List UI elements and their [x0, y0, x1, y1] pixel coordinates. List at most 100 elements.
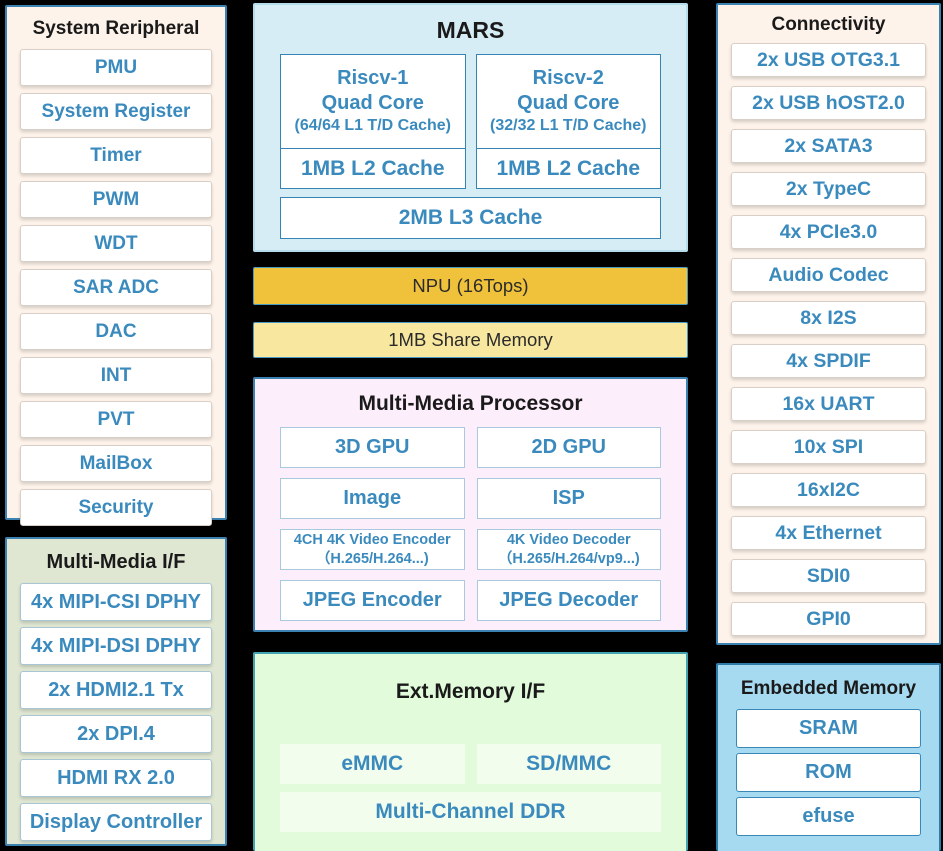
block-item: INT: [20, 357, 212, 394]
block-item-label: 4x PCIe3.0: [779, 220, 878, 243]
block-item-label: 16x UART: [782, 392, 875, 415]
block-item-label: SRAM: [799, 717, 858, 739]
block-item: Display Controller: [20, 803, 212, 841]
block-item: 2x HDMI2.1 Tx: [20, 671, 212, 709]
panel-mars: MARS Riscv-1 Quad Core (64/64 L1 T/D Cac…: [253, 3, 688, 252]
block-item: 4K Video Decoder （H.265/H.264/vp9...): [476, 529, 661, 570]
panel-system-peripheral: System Reripheral PMU System Register Ti…: [5, 5, 227, 526]
riscv2-l2-cache-block: 1MB L2 Cache: [475, 149, 661, 189]
block-item-label: 10x SPI: [793, 435, 864, 458]
block-item: JPEG Encoder: [280, 580, 465, 621]
block-item-label: Display Controller: [29, 810, 203, 833]
block-item: PWM: [20, 181, 212, 218]
block-item: 4x MIPI-DSI DPHY: [20, 627, 212, 665]
block-item: MailBox: [20, 445, 212, 482]
block-item: SAR ADC: [20, 269, 212, 306]
block-item: PVT: [20, 401, 212, 438]
block-item-label: Audio Codec: [768, 263, 889, 286]
panel-multimedia-if: Multi-Media I/F 4x MIPI-CSI DPHY 4x MIPI…: [5, 537, 227, 846]
block-item: Audio Codec: [731, 258, 926, 292]
ext-memory-title: Ext.Memory I/F: [395, 680, 546, 703]
block-item: HDMI RX 2.0: [20, 759, 212, 797]
core-name: Riscv-2: [532, 67, 604, 90]
core-group-2: Riscv-2 Quad Core (32/32 L1 T/D Cache) 1…: [475, 54, 661, 189]
panel-embedded-memory: Embedded Memory SRAM ROM efuse: [716, 663, 941, 851]
block-item: ISP: [476, 478, 661, 519]
block-item-label: HDMI RX 2.0: [57, 766, 175, 789]
system-peripheral-items: PMU System Register Timer PWM WDT SAR AD…: [7, 49, 225, 526]
block-item-sublabel: （H.265/H.264...): [315, 550, 429, 567]
block-item-label: 3D GPU: [335, 436, 410, 458]
block-item-label: PWM: [92, 188, 140, 210]
riscv1-core-block: Riscv-1 Quad Core (64/64 L1 T/D Cache): [280, 54, 466, 149]
core-type: Quad Core: [517, 92, 620, 115]
block-item-label: PMU: [94, 56, 138, 78]
block-item-label: ISP: [552, 487, 585, 509]
middle-column: MARS Riscv-1 Quad Core (64/64 L1 T/D Cac…: [253, 3, 688, 851]
block-item-label: 4CH 4K Video Encoder: [293, 532, 451, 549]
block-item-label: ROM: [805, 761, 852, 783]
multimedia-if-title: Multi-Media I/F: [46, 551, 186, 573]
core-group-1: Riscv-1 Quad Core (64/64 L1 T/D Cache) 1…: [280, 54, 466, 189]
multimedia-processor-title: Multi-Media Processor: [358, 392, 583, 415]
block-item-label: MailBox: [79, 452, 153, 474]
core-name: Riscv-1: [337, 67, 409, 90]
multimedia-if-items: 4x MIPI-CSI DPHY 4x MIPI-DSI DPHY 2x HDM…: [7, 583, 225, 841]
core-type: Quad Core: [321, 92, 424, 115]
block-item: System Register: [20, 93, 212, 130]
block-item: 4x Ethernet: [731, 516, 926, 550]
block-item-label: 4x MIPI-CSI DPHY: [30, 590, 202, 613]
block-item-label: 2x TypeC: [785, 177, 872, 200]
block-item-label: 4x MIPI-DSI DPHY: [30, 634, 202, 657]
left-column: System Reripheral PMU System Register Ti…: [5, 5, 227, 846]
block-item-label: JPEG Decoder: [499, 589, 639, 611]
block-item-label: 2x SATA3: [784, 134, 873, 157]
block-item: SDI0: [731, 559, 926, 593]
core-l1-cache: (64/64 L1 T/D Cache): [294, 117, 452, 135]
block-item-label: System Register: [41, 100, 191, 122]
block-item-label: 2x DPI.4: [77, 722, 155, 745]
block-item-label: 2x HDMI2.1 Tx: [48, 678, 184, 701]
block-item-label: WDT: [94, 232, 138, 254]
block-item-label: Timer: [90, 144, 142, 166]
block-item: 8x I2S: [731, 301, 926, 335]
block-item-label: 2D GPU: [531, 436, 606, 458]
block-item: PMU: [20, 49, 212, 86]
block-item: GPI0: [731, 602, 926, 636]
emmc-block: eMMC: [280, 744, 465, 784]
block-item-label: 4x SPDIF: [786, 349, 871, 372]
block-item: DAC: [20, 313, 212, 350]
block-item: 2x SATA3: [731, 129, 926, 163]
right-column: Connectivity 2x USB OTG3.1 2x USB hOST2.…: [716, 3, 941, 851]
block-item: 2x USB hOST2.0: [731, 86, 926, 120]
block-item-label: Image: [343, 487, 402, 509]
connectivity-items: 2x USB OTG3.1 2x USB hOST2.0 2x SATA3 2x…: [718, 43, 939, 636]
npu-block: NPU (16Tops): [253, 267, 688, 305]
multimedia-processor-grid: 3D GPU 2D GPU Image ISP: [255, 427, 686, 621]
block-item: 2D GPU: [476, 427, 661, 468]
embedded-memory-title: Embedded Memory: [740, 678, 917, 699]
block-item: Timer: [20, 137, 212, 174]
share-memory-block: 1MB Share Memory: [253, 322, 688, 358]
block-item: WDT: [20, 225, 212, 262]
block-item-label: 2x USB hOST2.0: [752, 91, 905, 114]
block-item: Image: [280, 478, 465, 519]
block-item-label: SDI0: [806, 564, 851, 587]
mars-title: MARS: [436, 17, 505, 43]
block-item: 2x TypeC: [731, 172, 926, 206]
panel-connectivity: Connectivity 2x USB OTG3.1 2x USB hOST2.…: [716, 3, 941, 645]
block-item: 16x UART: [731, 387, 926, 421]
mars-grid: Riscv-1 Quad Core (64/64 L1 T/D Cache) 1…: [255, 54, 686, 239]
l3-cache-block: 2MB L3 Cache: [280, 197, 661, 239]
block-item-label: 4x Ethernet: [775, 521, 882, 544]
block-item-label: GPI0: [806, 607, 851, 630]
connectivity-title: Connectivity: [771, 14, 886, 35]
block-item: Security: [20, 489, 212, 526]
block-item: 4x MIPI-CSI DPHY: [20, 583, 212, 621]
riscv1-l2-cache-block: 1MB L2 Cache: [280, 149, 466, 189]
block-item: SRAM: [736, 709, 921, 748]
block-item: 4CH 4K Video Encoder （H.265/H.264...): [280, 529, 465, 570]
panel-multimedia-processor: Multi-Media Processor 3D GPU 2D GPU Imag…: [253, 377, 688, 632]
block-item-label: SAR ADC: [73, 276, 159, 298]
